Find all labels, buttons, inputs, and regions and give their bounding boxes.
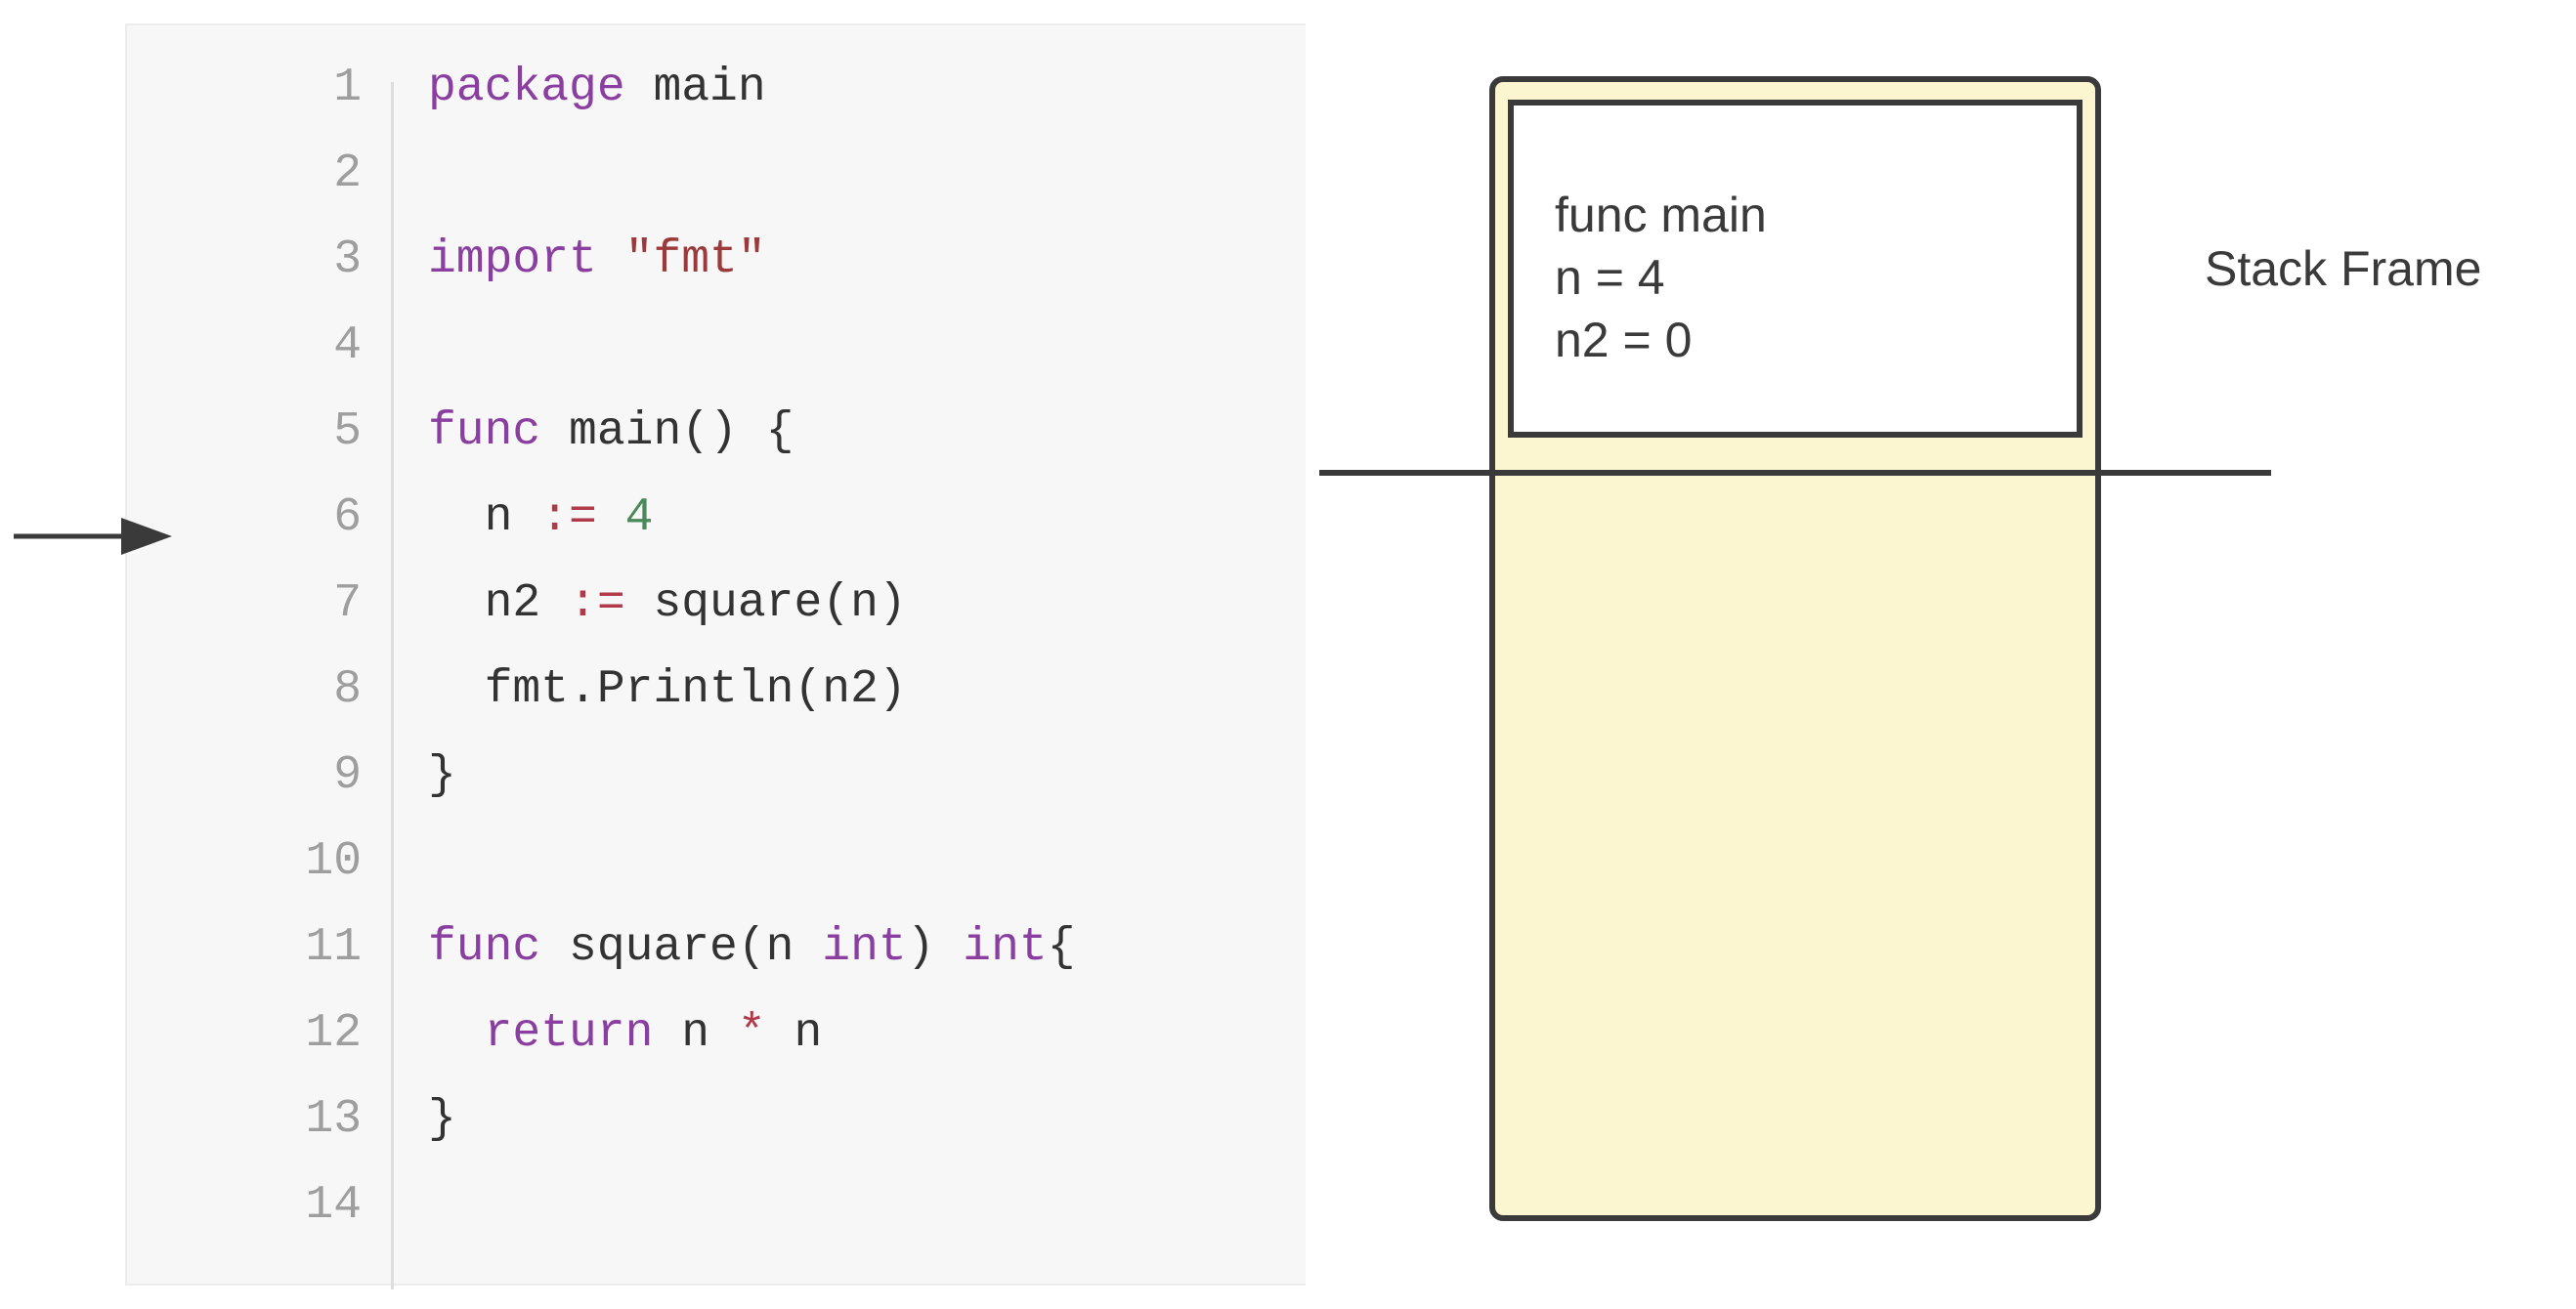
code-line: 13}	[127, 1077, 1300, 1162]
code-token: *	[737, 1007, 766, 1060]
code-token: main	[624, 62, 766, 114]
code-token: return	[484, 1007, 654, 1060]
line-number: 13	[305, 1093, 362, 1146]
code-token	[428, 1007, 485, 1060]
code-token	[597, 491, 625, 544]
code-line: 3 import "fmt"	[127, 217, 1300, 303]
code-text: n := 4	[428, 475, 654, 561]
frame-variable-n: n = 4	[1555, 250, 1665, 305]
code-token: square(n	[540, 921, 823, 974]
code-line: 6 n := 4	[127, 475, 1300, 561]
code-token: main() {	[540, 405, 794, 458]
line-number: 9	[333, 749, 362, 802]
code-token: "fmt"	[624, 233, 766, 286]
code-token: 4	[624, 491, 654, 544]
code-token	[597, 233, 625, 286]
code-token: }	[428, 749, 456, 802]
code-token: func	[428, 921, 541, 974]
right-arrow-icon	[14, 518, 172, 555]
code-token: n	[653, 1007, 738, 1060]
code-token: n2	[428, 577, 570, 630]
code-line: 14	[127, 1162, 1300, 1248]
code-token: :=	[569, 577, 625, 630]
code-line: 8 fmt.Println(n2)	[127, 647, 1300, 733]
line-number: 4	[333, 319, 362, 372]
code-token: n	[765, 1007, 823, 1060]
code-line: 4	[127, 303, 1300, 389]
code-token: )	[906, 921, 964, 974]
line-number: 2	[333, 148, 362, 200]
code-text: package main	[428, 45, 766, 131]
line-number: 8	[333, 663, 362, 716]
code-line: 7 n2 := square(n)	[127, 561, 1300, 647]
stack-frame-main: func main n = 4 n2 = 0	[1508, 100, 2082, 438]
code-token: import	[428, 233, 597, 286]
code-line: 12 return n * n	[127, 991, 1300, 1077]
line-number: 11	[305, 921, 362, 974]
code-token: int	[822, 921, 907, 974]
code-token: square(n)	[624, 577, 907, 630]
code-line: 10	[127, 819, 1300, 905]
frame-function-name: func main	[1555, 188, 1767, 242]
code-line: 1 package main	[127, 45, 1300, 131]
frame-variable-n2: n2 = 0	[1555, 313, 1693, 367]
line-number: 10	[305, 835, 362, 888]
code-text: fmt.Println(n2)	[428, 647, 907, 733]
frame-divider-line	[1319, 470, 2271, 476]
line-number: 1	[333, 62, 362, 114]
code-text: n2 := square(n)	[428, 561, 907, 647]
code-text: func square(n int) int{	[428, 905, 1076, 991]
code-token: n	[428, 491, 541, 544]
line-number: 7	[333, 577, 362, 630]
code-token: fmt.Println(n2)	[428, 663, 907, 716]
code-token: int	[963, 921, 1048, 974]
code-line: 9}	[127, 733, 1300, 819]
code-token: package	[428, 62, 625, 114]
code-text: func main() {	[428, 389, 794, 475]
code-text: import "fmt"	[428, 217, 766, 303]
line-number: 6	[333, 491, 362, 544]
code-panel: 1 package main 2 3 import "fmt" 4 5 func main()…	[125, 23, 1306, 1289]
stack-frame-label: Stack Frame	[2205, 241, 2482, 296]
code-line: 5 func main() {	[127, 389, 1300, 475]
line-number: 3	[333, 233, 362, 286]
line-number: 12	[305, 1007, 362, 1060]
line-number: 14	[305, 1179, 362, 1232]
code-text: }	[428, 1077, 456, 1162]
code-token: }	[428, 1093, 456, 1146]
gutter-divider	[391, 82, 394, 1289]
code-token: :=	[540, 491, 597, 544]
line-number: 5	[333, 405, 362, 458]
code-text: }	[428, 733, 456, 819]
code-text: return n * n	[428, 991, 823, 1077]
code-token: func	[428, 405, 541, 458]
code-line: 2	[127, 131, 1300, 217]
code-token: {	[1047, 921, 1076, 974]
